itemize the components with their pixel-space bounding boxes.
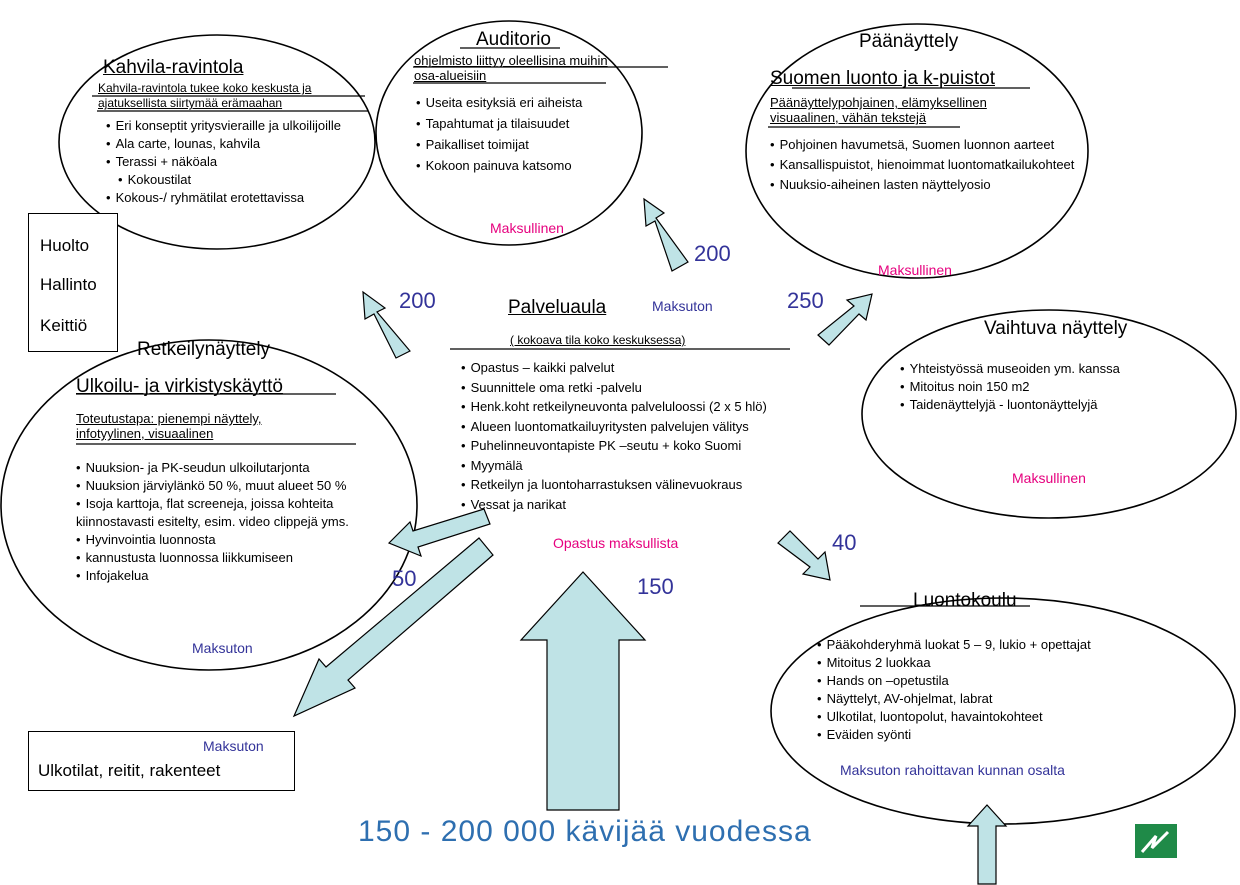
- kahvila-list: Eri konseptit yritysvieraille ja ulkoili…: [106, 117, 376, 207]
- arrow-to-paanayttely: [817, 293, 873, 346]
- service-box-line: Hallinto: [40, 275, 97, 294]
- service-box-line: Huolto: [40, 236, 90, 255]
- paanayttely-subtitle: Päänäyttelypohjainen, elämyksellinen vis…: [770, 95, 987, 125]
- service-box: Huolto Hallinto Keittiö: [28, 213, 118, 352]
- count-retkeily: 50: [392, 566, 417, 591]
- palveluaula-item: Puhelinneuvontapiste PK –seutu + koko Su…: [461, 436, 831, 456]
- auditorio-list: Useita esityksiä eri aiheista Tapahtumat…: [416, 92, 636, 176]
- paanayttely-list: Pohjoinen havumetsä, Suomen luonnon aart…: [770, 136, 1080, 194]
- palveluaula-list: Opastus – kaikki palvelut Suunnittele om…: [461, 358, 831, 514]
- count-entrance: 150: [637, 574, 674, 599]
- vaihtuva-item: Taidenäyttelyjä - luontonäyttelyjä: [900, 396, 1220, 414]
- palveluaula-item: Alueen luontomatkailuyritysten palveluje…: [461, 417, 831, 437]
- arrow-to-kahvila: [362, 290, 411, 359]
- arrow-to-retkeily: [387, 508, 491, 558]
- auditorio-item: Tapahtumat ja tilaisuudet: [416, 113, 636, 134]
- vaihtuva-ellipse: [861, 309, 1237, 519]
- ulkotilat-price: Maksuton: [203, 738, 264, 754]
- arrow-to-luontokoulu: [777, 530, 831, 581]
- palveluaula-item: Suunnittele oma retki -palvelu: [461, 378, 831, 398]
- auditorio-subtitle: ohjelmisto liittyy oleellisina muihin os…: [414, 53, 608, 83]
- palveluaula-item: Retkeilyn ja luontoharrastuksen välinevu…: [461, 475, 831, 495]
- kahvila-item: Kokoustilat: [106, 171, 376, 189]
- kahvila-item: Eri konseptit yritysvieraille ja ulkoili…: [106, 117, 376, 135]
- luontokoulu-list: Pääkohderyhmä luokat 5 – 9, lukio + opet…: [817, 636, 1217, 744]
- palveluaula-price-bottom: Opastus maksullista: [553, 535, 679, 551]
- luontokoulu-item: Mitoitus 2 luokkaa: [817, 654, 1217, 672]
- count-luontokoulu: 40: [832, 530, 857, 555]
- retkeily-header: Retkeilynäyttely: [137, 339, 271, 360]
- vaihtuva-price: Maksullinen: [1012, 470, 1086, 486]
- count-auditorio: 200: [694, 241, 731, 266]
- arrow-entrance: [519, 571, 647, 811]
- auditorio-item: Useita esityksiä eri aiheista: [416, 92, 636, 113]
- visitors-footer: 150 - 200 000 kävijää vuodessa: [358, 815, 812, 848]
- retkeily-item: kannustusta luonnossa liikkumiseen: [76, 549, 376, 567]
- organization-logo: [1135, 824, 1177, 858]
- retkeily-item: Nuuksion- ja PK-seudun ulkoilutarjonta: [76, 459, 376, 477]
- ulkotilat-label: Ulkotilat, reitit, rakenteet: [38, 761, 221, 780]
- retkeily-subtitle: Toteutustapa: pienempi näyttely, infotyy…: [76, 411, 262, 441]
- paanayttely-title: Suomen luonto ja k-puistot: [770, 68, 995, 89]
- kahvila-item: Terassi + näköala: [106, 153, 376, 171]
- auditorio-item: Paikalliset toimijat: [416, 134, 636, 155]
- retkeily-list: Nuuksion- ja PK-seudun ulkoilutarjonta N…: [76, 459, 376, 585]
- paanayttely-item: Pohjoinen havumetsä, Suomen luonnon aart…: [770, 136, 1080, 154]
- luontokoulu-title: Luontokoulu: [913, 590, 1017, 611]
- luontokoulu-item: Hands on –opetustila: [817, 672, 1217, 690]
- vaihtuva-item: Mitoitus noin 150 m2: [900, 378, 1220, 396]
- luontokoulu-item: Eväiden syönti: [817, 726, 1217, 744]
- vaihtuva-item: Yhteistyössä museoiden ym. kanssa: [900, 360, 1220, 378]
- arrow-to-ulkotilat: [292, 537, 494, 718]
- vaihtuva-list: Yhteistyössä museoiden ym. kanssa Mitoit…: [900, 360, 1220, 414]
- retkeily-item: Nuuksion järviylänkö 50 %, muut alueet 5…: [76, 477, 376, 495]
- kahvila-subtitle: Kahvila-ravintola tukee koko keskusta ja…: [98, 81, 312, 110]
- retkeily-price: Maksuton: [192, 640, 253, 656]
- palveluaula-subtitle: ( kokoava tila koko keskuksessa): [510, 333, 686, 347]
- palveluaula-item: Opastus – kaikki palvelut: [461, 358, 831, 378]
- palveluaula-price-top: Maksuton: [652, 298, 713, 314]
- palveluaula-item: Myymälä: [461, 456, 831, 476]
- arrow-luontokoulu-bottom: [966, 804, 1008, 885]
- palveluaula-item: Henk.koht retkeilyneuvonta palveluloossi…: [461, 397, 831, 417]
- paanayttely-item: Nuuksio-aiheinen lasten näyttelyosio: [770, 176, 1080, 194]
- retkeily-item: Infojakelua: [76, 567, 376, 585]
- auditorio-price: Maksullinen: [490, 220, 564, 236]
- count-kahvila: 200: [399, 288, 436, 313]
- paanayttely-header: Päänäyttely: [859, 31, 959, 52]
- luontokoulu-item: Pääkohderyhmä luokat 5 – 9, lukio + opet…: [817, 636, 1217, 654]
- underlines: [76, 47, 1030, 607]
- service-box-line: Keittiö: [40, 316, 88, 335]
- palveluaula-title: Palveluaula: [508, 297, 607, 318]
- count-paanayttely: 250: [787, 288, 824, 313]
- palveluaula-item: Vessat ja narikat: [461, 495, 831, 515]
- ulkotilat-box: Maksuton Ulkotilat, reitit, rakenteet: [28, 731, 295, 791]
- kahvila-title: Kahvila-ravintola: [103, 57, 244, 78]
- kahvila-item: Kokous-/ ryhmätilat erotettavissa: [106, 189, 376, 207]
- retkeily-item: Hyvinvointia luonnosta: [76, 531, 376, 549]
- arrows: [292, 197, 1008, 885]
- auditorio-title: Auditorio: [476, 29, 551, 50]
- arrow-to-auditorio: [643, 197, 689, 272]
- vaihtuva-title: Vaihtuva näyttely: [984, 318, 1128, 339]
- paanayttely-price: Maksullinen: [878, 262, 952, 278]
- retkeily-item: Isoja karttoja, flat screeneja, joissa k…: [76, 495, 376, 531]
- luontokoulu-item: Näyttelyt, AV-ohjelmat, labrat: [817, 690, 1217, 708]
- luontokoulu-price: Maksuton rahoittavan kunnan osalta: [840, 762, 1065, 778]
- auditorio-item: Kokoon painuva katsomo: [416, 155, 636, 176]
- retkeily-title: Ulkoilu- ja virkistyskäyttö: [76, 376, 283, 397]
- luontokoulu-item: Ulkotilat, luontopolut, havaintokohteet: [817, 708, 1217, 726]
- paanayttely-item: Kansallispuistot, hienoimmat luontomatka…: [770, 156, 1080, 174]
- kahvila-item: Ala carte, lounas, kahvila: [106, 135, 376, 153]
